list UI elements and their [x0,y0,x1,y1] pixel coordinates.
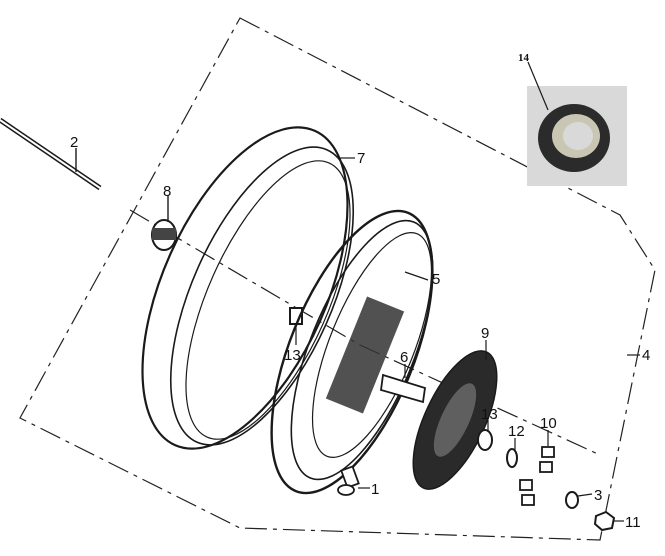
callout-5: 5 [432,271,440,288]
callout-6: 6 [400,349,408,366]
part-3-collar [565,491,593,509]
part-2-axle [0,117,102,191]
part-12-washer [506,438,518,468]
callout-11: 11 [625,514,641,531]
callout-13-left: 13 [284,347,301,364]
callout-13-right: 13 [481,406,498,423]
part-1-valve-stem [337,465,370,496]
callout-4: 4 [642,347,650,364]
assembly-boundary [19,17,656,541]
part-10-bolts [519,430,555,506]
callout-14: 14 [518,52,530,64]
callout-8: 8 [163,183,171,200]
callout-7: 7 [357,150,365,167]
part-6-sleeve [380,364,426,404]
callout-12: 12 [508,423,525,440]
part-13-spacer-right [477,420,493,451]
part-14-seal-photo [527,61,627,186]
part-11-nut [593,510,624,532]
part-7-tire [141,126,355,450]
callout-3: 3 [594,487,602,504]
callout-9: 9 [481,325,489,342]
part-8-valve [151,195,177,251]
callout-10: 10 [540,415,557,432]
part-5-rim [270,209,434,495]
callout-1: 1 [371,481,379,498]
callout-2: 2 [70,134,78,151]
